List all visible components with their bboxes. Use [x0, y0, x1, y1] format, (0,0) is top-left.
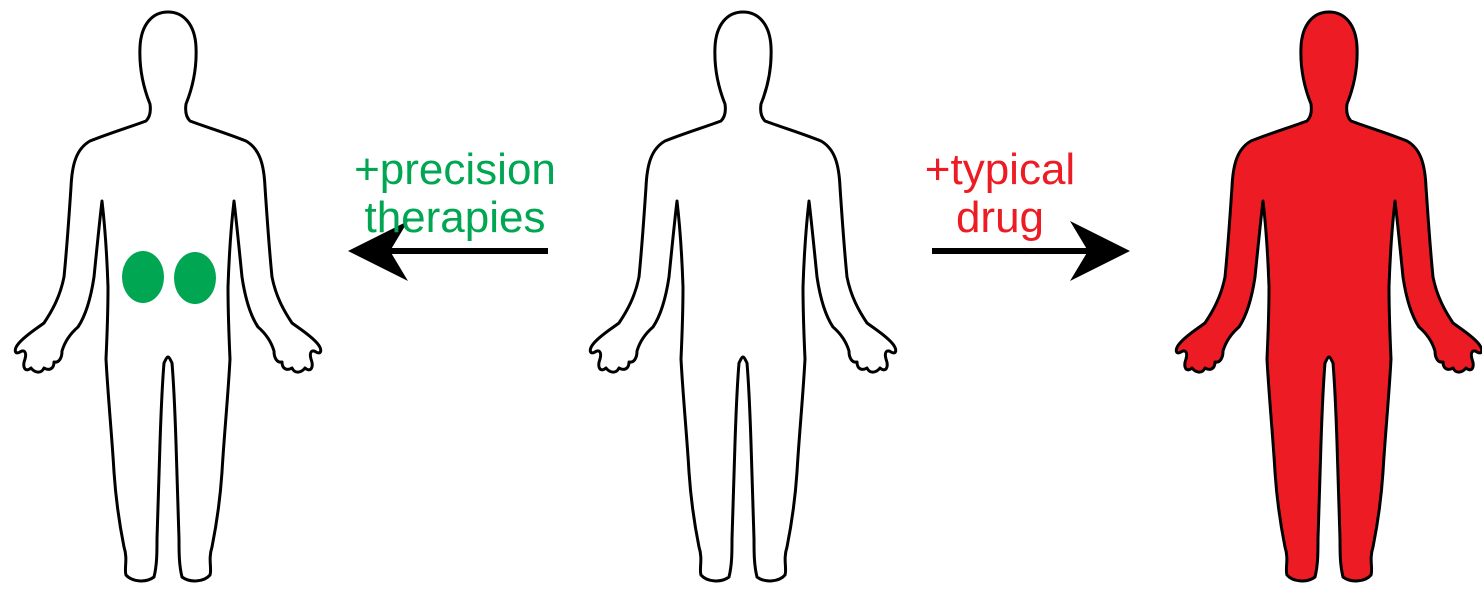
- human-body-outline-icon: [15, 12, 320, 581]
- precision-target-left-marker: [122, 251, 164, 303]
- precision-therapies-label: +precision therapies: [300, 146, 610, 242]
- figure-untreated: [590, 12, 895, 581]
- precision-target-right-marker: [174, 252, 216, 304]
- human-body-outline-icon: [590, 12, 895, 581]
- figure-typical-treated: [1176, 12, 1481, 581]
- human-body-filled-icon: [1176, 12, 1481, 581]
- typical-label-line-2: drug: [875, 194, 1125, 242]
- precision-label-line-2: therapies: [300, 194, 610, 242]
- typical-drug-label: +typical drug: [875, 146, 1125, 242]
- typical-label-line-1: +typical: [875, 146, 1125, 194]
- figure-precision-treated: [15, 12, 320, 581]
- precision-label-line-1: +precision: [300, 146, 610, 194]
